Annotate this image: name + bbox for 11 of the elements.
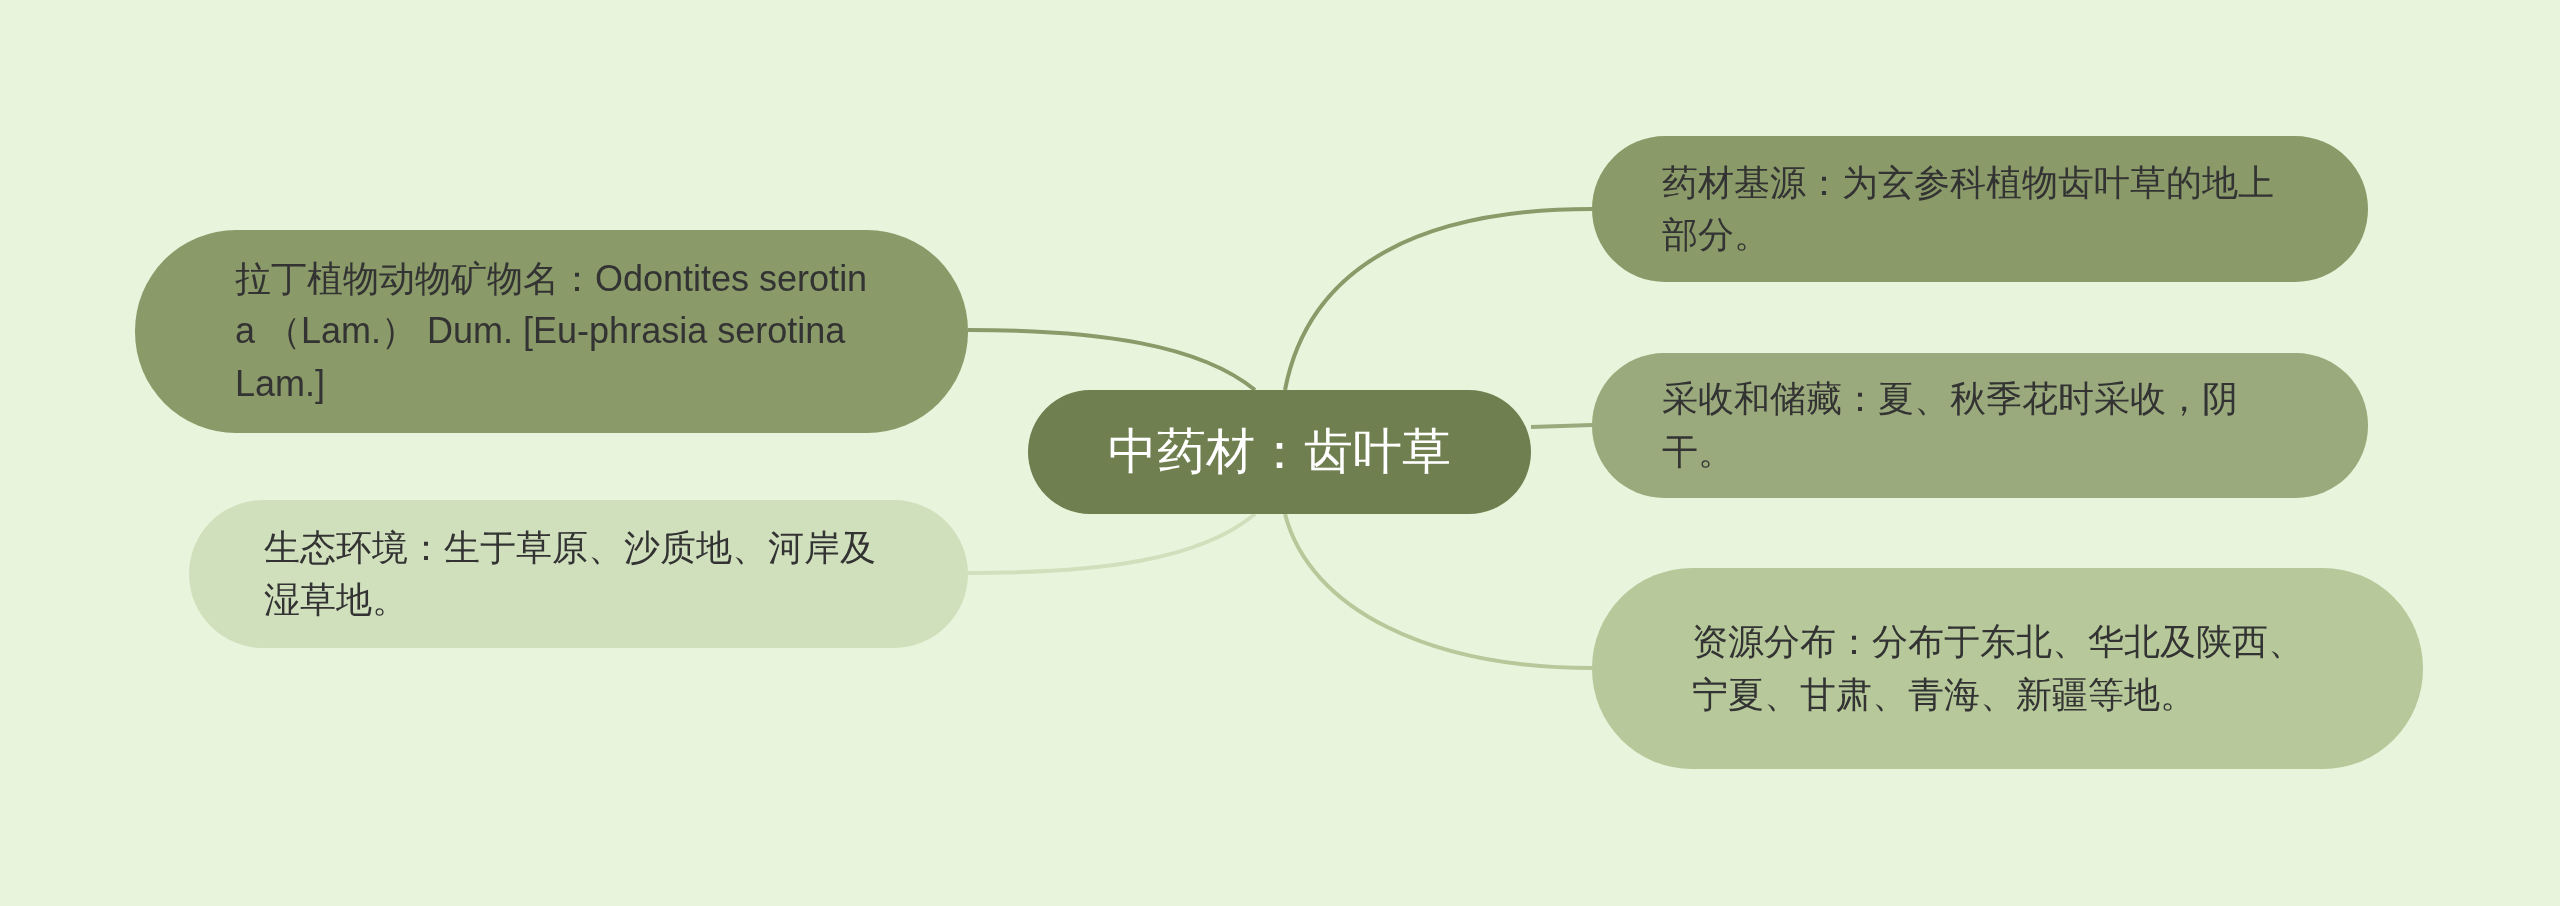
connector-line (1283, 513, 1593, 670)
topic-box: 采收和储藏：夏、秋季花时采收，阴干。 (1592, 353, 2368, 498)
topic-box: 资源分布：分布于东北、华北及陕西、宁夏、甘肃、青海、新疆等地。 (1592, 568, 2423, 769)
connector-line (968, 512, 1257, 575)
central-topic-box: 中药材：齿叶草 (1028, 390, 1531, 514)
topic-box: 药材基源：为玄参科植物齿叶草的地上部分。 (1592, 136, 2368, 282)
connector-line (1283, 207, 1593, 391)
topic-box: 拉丁植物动物矿物名：Odontites serotina （Lam.） Dum. [Eu-phrasia serotina Lam.] (135, 230, 968, 433)
connector-line (968, 328, 1257, 392)
connector-line (1530, 423, 1593, 429)
topic-box: 生态环境：生于草原、沙质地、河岸及湿草地。 (189, 500, 968, 648)
